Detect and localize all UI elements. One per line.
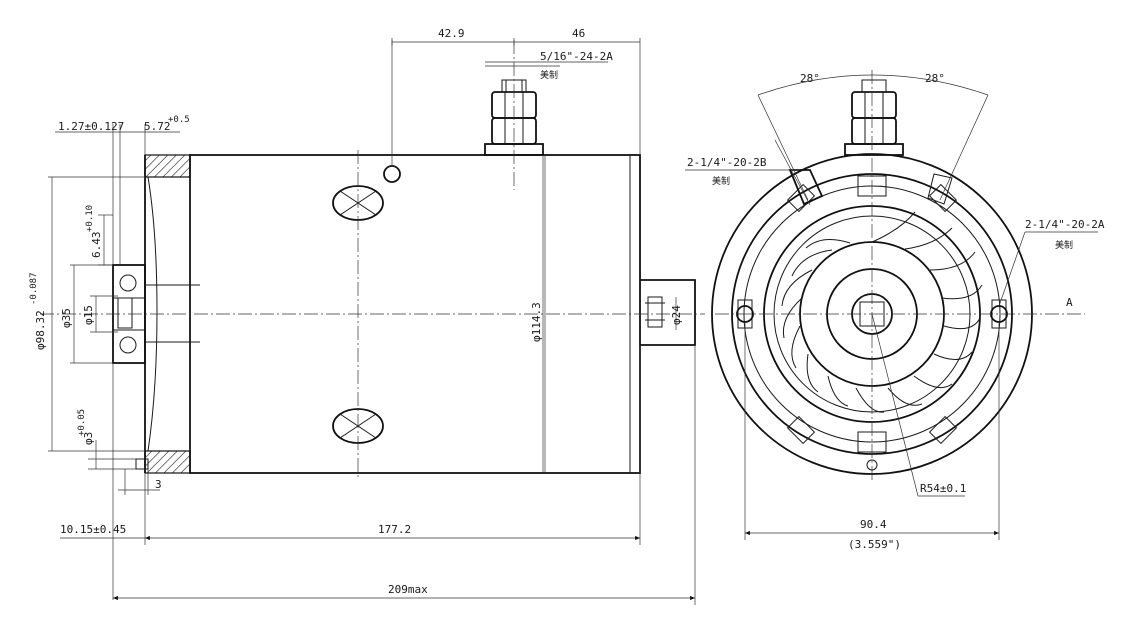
terminal-stud-front [844,79,904,156]
thread-top-note: 美制 [540,69,558,81]
thread-top-label: 5/16"-24-2A [540,50,613,63]
view-a-label: A [1066,296,1073,309]
end-cap-left-bottom-hatch [144,450,191,474]
dim-5-72-tol: +0.5 [168,115,190,125]
thread-right-label: 2-1/4"-20-2A [1025,218,1105,231]
dim-5-72: 5.72 [144,120,171,133]
front-view [711,70,1085,480]
terminal-boss-right [640,279,696,346]
dim-42-9: 42.9 [438,27,465,40]
angle-left: 28° [800,72,820,85]
dim-r54: R54±0.1 [920,482,966,495]
dim-177-2: 177.2 [378,523,411,536]
dim-1-27: 1.27±0.127 [58,120,124,133]
dim-35: φ35 [60,308,73,328]
dim-10-15: 10.15±0.45 [60,523,126,536]
dim-114-3: φ114.3 [530,302,543,342]
end-cap-left-top-hatch [144,154,191,178]
dim-6-43: 6.43 [90,232,103,259]
front-view-dimensions: 28° 28° 2-1/4"-20-2B 美制 2-1/4"-20-2A 美制 … [685,72,1105,551]
dim-98-32-tol: -0.087 [29,272,39,305]
dim-3-tol: +0.05 [77,409,87,436]
thread-left-label: 2-1/4"-20-2B [687,156,767,169]
angle-right: 28° [925,72,945,85]
vent-hole-small [383,165,401,183]
side-view [40,40,705,480]
thread-right-note: 美制 [1055,239,1073,251]
dim-46: 46 [572,27,585,40]
dim-15: φ15 [82,305,95,325]
thread-left-note: 美制 [712,175,730,187]
dim-209-max: 209max [388,583,428,596]
dim-3-559: (3.559") [848,538,901,551]
dim-98-32: φ98.32 [34,310,47,350]
fan-blades [781,211,983,413]
dim-6-43-tol: +0.10 [85,205,95,232]
dim-3: φ3 [82,432,95,445]
side-view-dimensions: 42.9 46 5/16"-24-2A 美制 1.27±0.127 5.72 +… [29,27,696,605]
dim-3-small: 3 [155,478,162,491]
dim-24: φ24 [670,305,683,325]
dim-90-4: 90.4 [860,518,887,531]
